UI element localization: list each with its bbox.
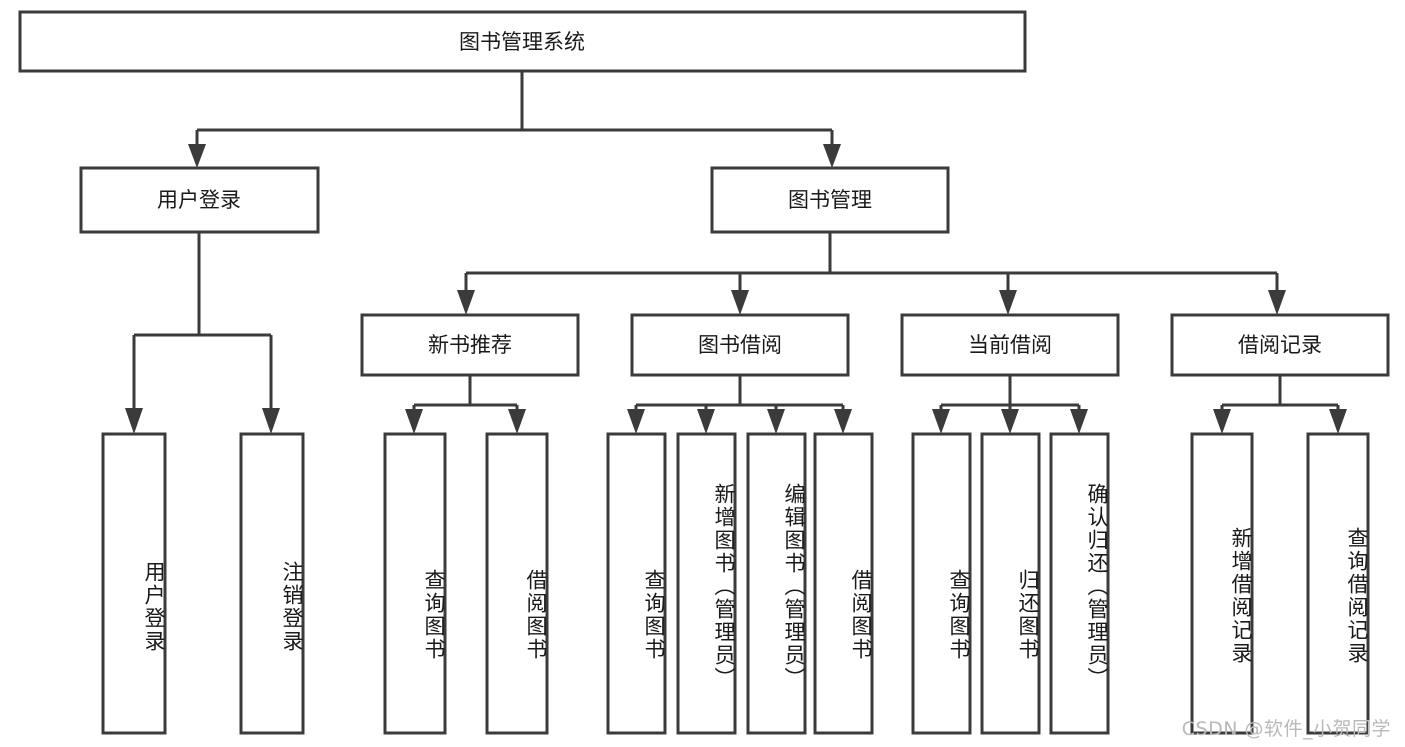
node-borrow-record-label: 借阅记录: [1238, 333, 1322, 357]
arrow-head-icon: [834, 409, 852, 434]
leaf-user-login[interactable]: 用户登录: [101, 432, 167, 735]
arrow-head-icon: [1213, 409, 1231, 434]
node-book-management[interactable]: 图书管理: [710, 166, 950, 234]
arrow-head-icon: [627, 409, 645, 434]
leaf-borrow-book-1-label: 借阅图书: [524, 569, 548, 661]
connector-book-borrow-to-leaves: [627, 375, 852, 434]
leaf-confirm-return[interactable]: 确认归还（管理员）: [1049, 432, 1110, 735]
leaf-edit-book-label: 编辑图书（管理员）: [782, 482, 806, 690]
arrow-head-icon: [405, 409, 423, 434]
arrow-head-icon: [932, 409, 950, 434]
arrow-head-icon: [262, 408, 280, 434]
node-book-borrow[interactable]: 图书借阅: [630, 313, 850, 377]
arrow-head-icon: [1001, 409, 1019, 434]
leaf-borrow-book-2[interactable]: 借阅图书: [813, 432, 874, 735]
connector-user-login-to-leaves: [125, 232, 280, 434]
leaf-confirm-return-label: 确认归还（管理员）: [1085, 482, 1109, 690]
node-borrow-record[interactable]: 借阅记录: [1170, 313, 1390, 377]
leaf-query-record[interactable]: 查询借阅记录: [1306, 432, 1370, 735]
node-user-login[interactable]: 用户登录: [79, 166, 320, 234]
leaf-query-book-1[interactable]: 查询图书: [383, 432, 447, 735]
leaf-query-record-label: 查询借阅记录: [1345, 527, 1369, 665]
leaf-add-book-label: 新增图书（管理员）: [712, 482, 736, 690]
connector-borrow-record-to-leaves: [1213, 375, 1347, 434]
node-new-book-recommend[interactable]: 新书推荐: [360, 313, 580, 377]
arrow-head-icon: [457, 290, 475, 315]
connector-root-to-level2: [188, 71, 841, 168]
leaf-query-book-1-label: 查询图书: [422, 569, 446, 661]
leaf-user-login-label: 用户登录: [142, 561, 166, 653]
arrow-head-icon: [731, 290, 749, 315]
arrow-head-icon: [697, 409, 715, 434]
leaf-query-book-2[interactable]: 查询图书: [606, 432, 667, 735]
node-current-borrow[interactable]: 当前借阅: [900, 313, 1120, 377]
arrow-head-icon: [1268, 290, 1286, 315]
leaf-return-book-label: 归还图书: [1016, 569, 1040, 661]
leaf-add-book[interactable]: 新增图书（管理员）: [676, 432, 737, 735]
leaf-return-book[interactable]: 归还图书: [980, 432, 1041, 735]
arrow-head-icon: [508, 409, 526, 434]
node-book-borrow-label: 图书借阅: [698, 333, 782, 357]
node-root-label: 图书管理系统: [459, 30, 585, 54]
node-user-login-label: 用户登录: [157, 188, 241, 212]
leaf-edit-book[interactable]: 编辑图书（管理员）: [746, 432, 807, 735]
node-root[interactable]: 图书管理系统: [18, 10, 1027, 73]
leaf-add-record[interactable]: 新增借阅记录: [1190, 432, 1254, 735]
connector-new-book-recommend-to-leaves: [405, 375, 526, 434]
connector-book-management-to-level3: [457, 232, 1286, 315]
leaf-add-record-label: 新增借阅记录: [1229, 527, 1253, 665]
arrow-head-icon: [125, 408, 143, 434]
arrow-head-icon: [823, 144, 841, 168]
leaf-borrow-book-2-label: 借阅图书: [849, 569, 873, 661]
leaf-borrow-book-1[interactable]: 借阅图书: [485, 432, 549, 735]
leaf-query-book-3-label: 查询图书: [947, 569, 971, 661]
connector-current-borrow-to-leaves: [932, 375, 1088, 434]
arrow-head-icon: [999, 290, 1017, 315]
node-current-borrow-label: 当前借阅: [968, 333, 1052, 357]
node-book-management-label: 图书管理: [788, 188, 872, 212]
arrow-head-icon: [188, 144, 206, 168]
leaf-query-book-3[interactable]: 查询图书: [911, 432, 972, 735]
node-new-book-recommend-label: 新书推荐: [428, 333, 512, 357]
leaf-logout-login-label: 注销登录: [280, 561, 304, 653]
arrow-head-icon: [1329, 409, 1347, 434]
arrow-head-icon: [767, 409, 785, 434]
leaf-logout-login[interactable]: 注销登录: [239, 432, 305, 735]
leaf-query-book-2-label: 查询图书: [642, 569, 666, 661]
arrow-head-icon: [1070, 409, 1088, 434]
